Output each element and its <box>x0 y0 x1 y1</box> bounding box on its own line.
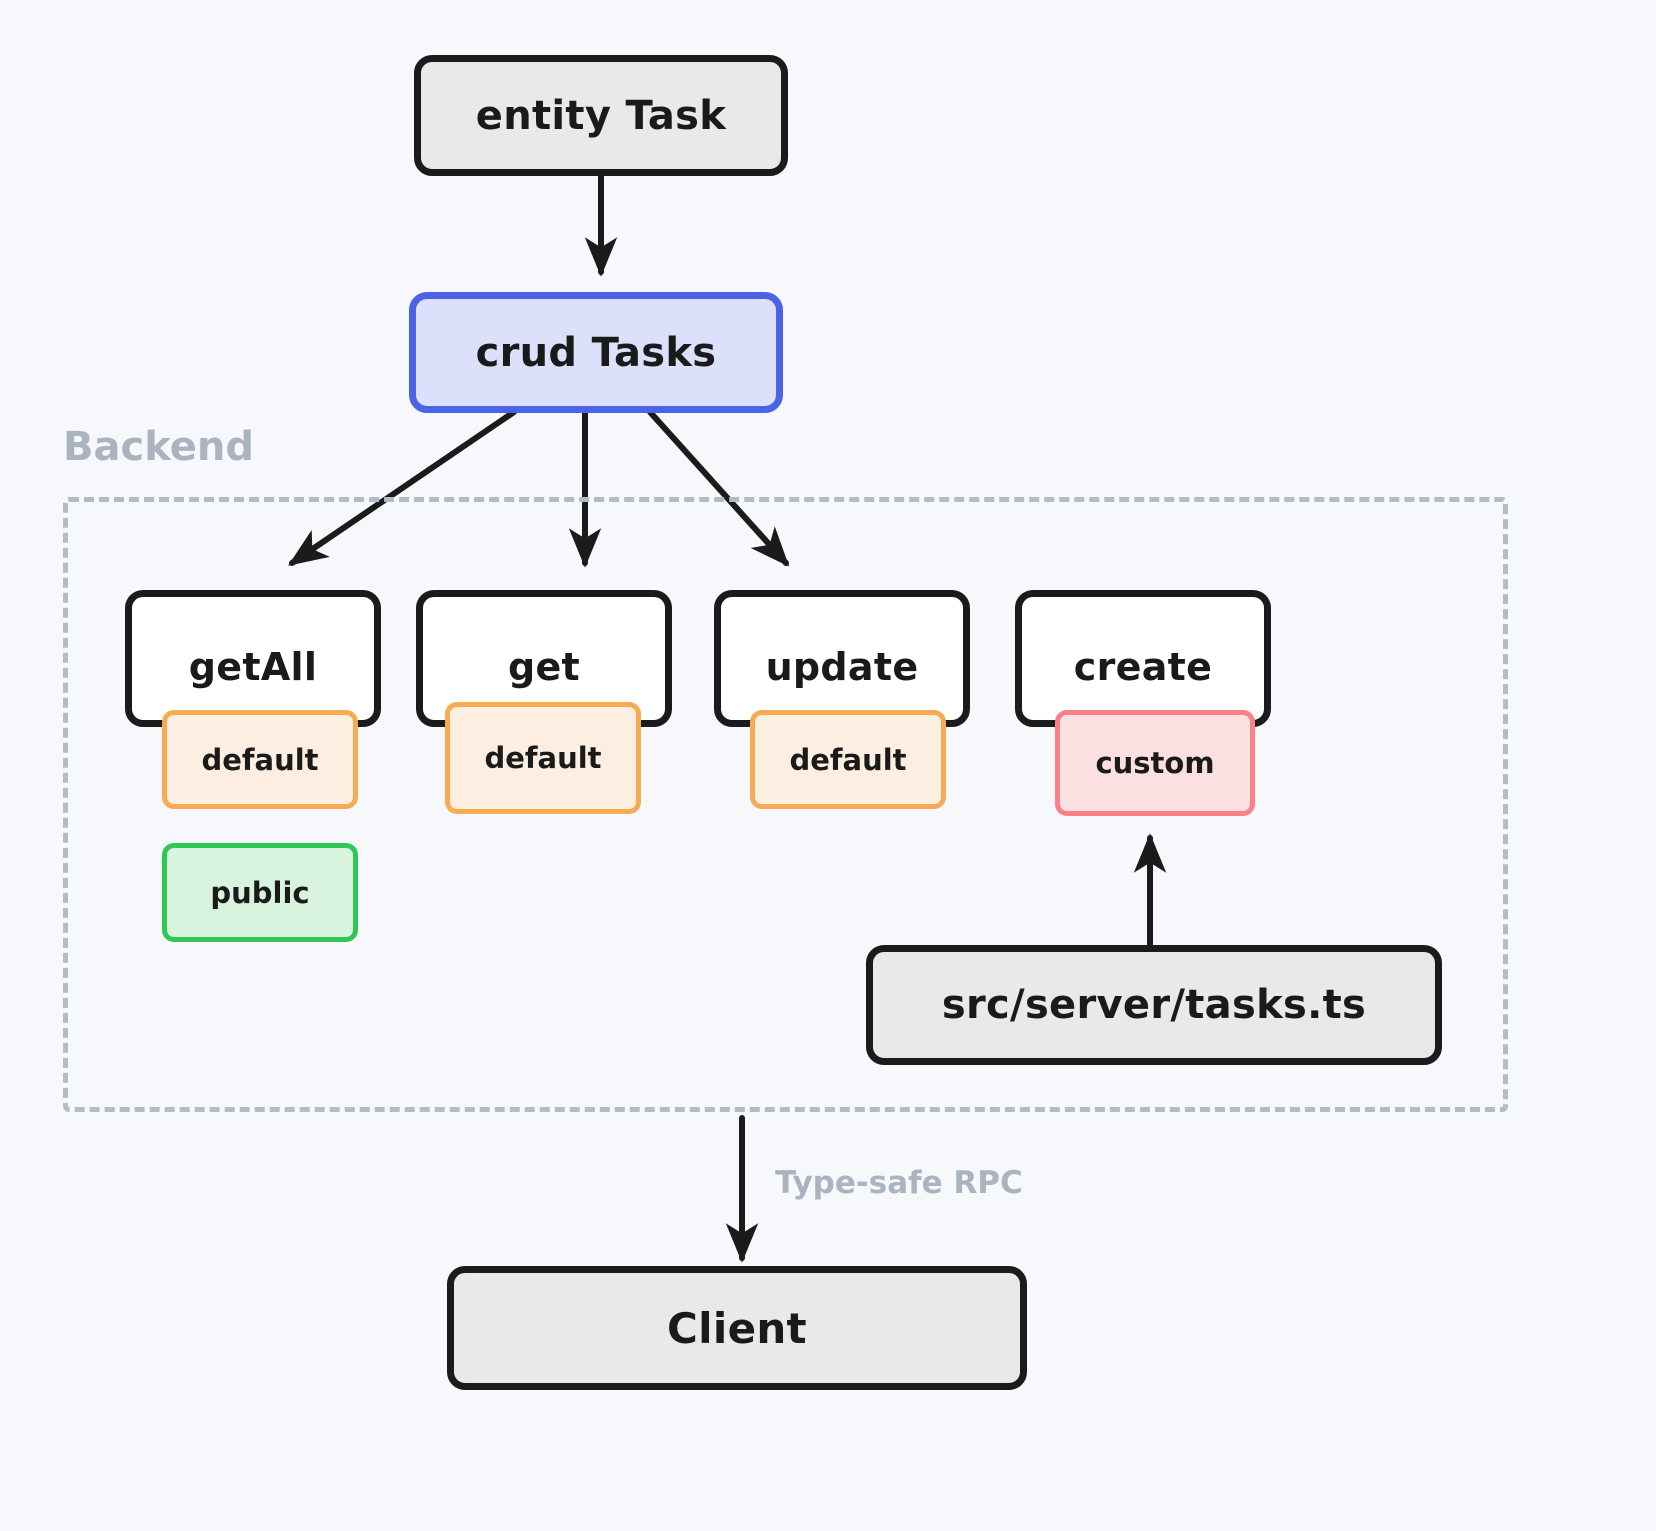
tag-create-custom[interactable]: custom <box>1055 710 1255 816</box>
backend-group-box <box>63 497 1508 1112</box>
tag-get-default[interactable]: default <box>445 702 641 814</box>
node-crud-tasks[interactable]: crud Tasks <box>409 292 783 413</box>
node-entity-task[interactable]: entity Task <box>414 55 788 176</box>
node-method-create[interactable]: create <box>1015 590 1271 727</box>
tag-update-default[interactable]: default <box>750 710 946 809</box>
node-client[interactable]: Client <box>447 1266 1027 1390</box>
tag-getall-public[interactable]: public <box>162 843 358 942</box>
backend-group-label: Backend <box>63 424 254 470</box>
tag-getall-default[interactable]: default <box>162 710 358 809</box>
node-source-file[interactable]: src/server/tasks.ts <box>866 945 1442 1065</box>
node-method-getall[interactable]: getAll <box>125 590 381 727</box>
node-method-update[interactable]: update <box>714 590 970 727</box>
edge-label-type-safe-rpc: Type-safe RPC <box>775 1165 1023 1201</box>
